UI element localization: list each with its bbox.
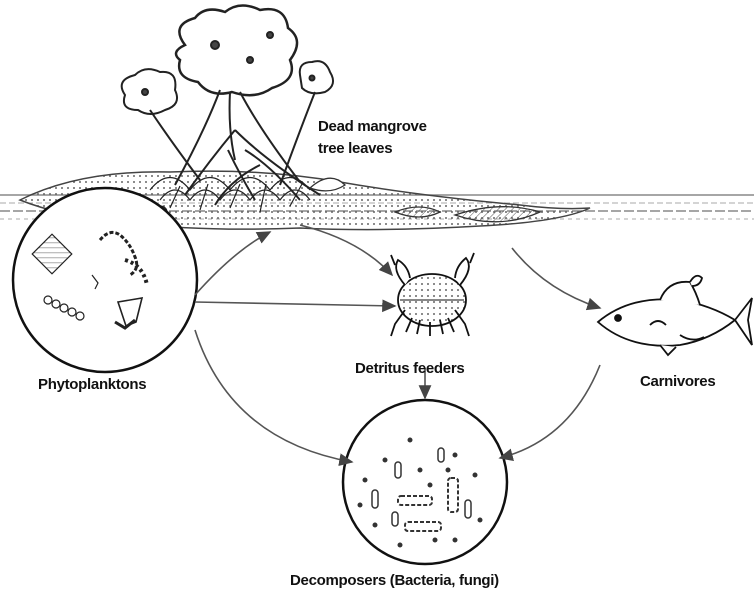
crab-detritus-feeder: [391, 253, 474, 336]
arrow-phyto-to-decomposers: [195, 330, 352, 462]
label-dead-mangrove-leaves: Dead mangrove tree leaves: [318, 116, 427, 160]
label-phytoplankton: Phytoplanktons: [38, 376, 146, 393]
label-decomposers: Decomposers (Bacteria, fungi): [290, 572, 499, 589]
decomposers-circle: [343, 400, 507, 564]
arrow-phyto-to-leaves: [195, 232, 270, 295]
arrow-carnivore-to-decomposers: [500, 365, 600, 458]
arrow-leaves-to-detritus: [300, 225, 392, 275]
label-detritus-feeders: Detritus feeders: [355, 360, 464, 377]
label-mangrove-line2: tree leaves: [318, 138, 427, 160]
arrow-phyto-to-detritus: [195, 302, 395, 306]
arrow-water-to-carnivore: [512, 248, 600, 308]
label-mangrove-line1: Dead mangrove: [318, 116, 427, 138]
fish-carnivore: [598, 276, 752, 355]
label-carnivores: Carnivores: [640, 373, 715, 390]
phytoplankton-circle: [13, 188, 197, 372]
